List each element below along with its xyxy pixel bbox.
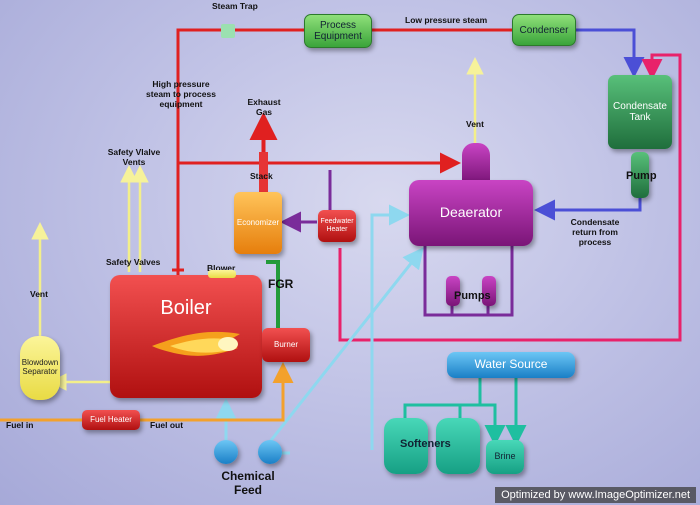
teal-lines xyxy=(403,378,527,446)
stack-label: Stack xyxy=(250,171,273,181)
vent-top-label: Vent xyxy=(466,119,484,129)
safety-valve-vents-label: Safety Vlalve Vents xyxy=(107,147,161,167)
flame-icon xyxy=(152,331,240,356)
pumps-label: Pumps xyxy=(454,290,491,302)
steam-trap-label: Steam Trap xyxy=(212,1,258,11)
vent-lines xyxy=(31,57,484,391)
water-lines xyxy=(215,204,424,455)
pink-line xyxy=(338,53,682,342)
steam-trap-icon xyxy=(221,24,235,38)
pump-label: Pump xyxy=(626,170,657,182)
condensate-tank-box: Condensate Tank xyxy=(608,75,672,149)
water-source-box: Water Source xyxy=(447,352,575,378)
exhaust-gas-label: Exhaust Gas xyxy=(247,97,281,117)
vent-left-label: Vent xyxy=(30,289,48,299)
deaerator-dome xyxy=(462,143,490,183)
fuel-heater-label: Fuel Heater xyxy=(90,414,132,424)
fuel-out-label: Fuel out xyxy=(150,420,184,430)
pumps-right-icon xyxy=(482,276,496,306)
condenser-label: Condenser xyxy=(519,24,569,36)
process-equipment-box: Process Equipment xyxy=(304,14,372,48)
deaerator-box: Deaerator xyxy=(409,180,533,246)
fuel-heater-box: Fuel Heater xyxy=(82,410,140,430)
watermark: Optimized by www.ImageOptimizer.net xyxy=(495,487,696,503)
economizer-box: Economizer xyxy=(234,192,282,254)
softeners-label: Softeners xyxy=(400,438,451,450)
blower-label: Blower xyxy=(207,263,236,273)
blowdown-separator-label: Blowdown Separator xyxy=(21,358,59,376)
blower-icon xyxy=(208,270,236,278)
condensate-line xyxy=(534,28,645,221)
fuel-lines xyxy=(0,362,294,422)
burner-box: Burner xyxy=(262,328,310,362)
feedwater-heater-label: Feedwater Heater xyxy=(320,218,354,233)
deaerator-label: Deaerator xyxy=(439,204,503,221)
softener-tank-2 xyxy=(436,418,480,474)
chemical-feed-tank-2 xyxy=(258,440,282,464)
steam-line xyxy=(172,28,512,276)
fgr-label: FGR xyxy=(268,277,294,291)
condenser-box: Condenser xyxy=(512,14,576,46)
condensate-tank-label: Condensate Tank xyxy=(613,101,667,123)
pump-icon xyxy=(631,152,649,198)
brine-box: Brine xyxy=(486,440,524,474)
economizer-label: Economizer xyxy=(236,217,280,227)
softener-tank-1 xyxy=(384,418,428,474)
boiler-label: Boiler xyxy=(160,297,212,319)
exhaust-stack-line xyxy=(249,112,278,192)
feedwater-heater-box: Feedwater Heater xyxy=(318,210,356,242)
fgr-line xyxy=(266,260,280,330)
blowdown-separator-box: Blowdown Separator xyxy=(20,336,60,400)
chemical-feed-label: Chemical Feed xyxy=(221,469,275,497)
chemical-feed-tank-1 xyxy=(214,440,238,464)
condensate-return-label: Condensate return from process xyxy=(570,217,620,247)
water-source-label: Water Source xyxy=(474,357,548,372)
process-equipment-label: Process Equipment xyxy=(314,20,362,42)
high-pressure-steam-label: High pressure steam to process equipment xyxy=(146,79,216,109)
burner-label: Burner xyxy=(273,339,298,349)
pumps-left-icon xyxy=(446,276,460,306)
safety-valves-label: Safety Valves xyxy=(106,257,161,267)
brine-label: Brine xyxy=(494,451,516,462)
fuel-in-label: Fuel in xyxy=(6,420,34,430)
low-pressure-steam-label: Low pressure steam xyxy=(405,15,488,25)
